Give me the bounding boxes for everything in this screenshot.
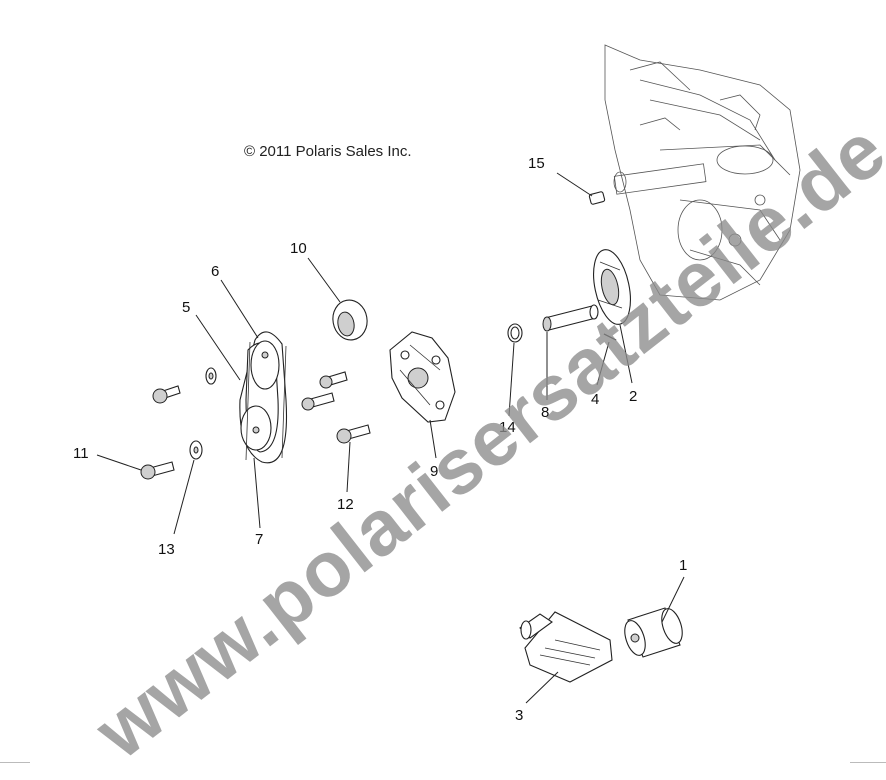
callout-12: 12 [337, 496, 354, 513]
bottom-rule [0, 762, 886, 763]
callout-9: 9 [430, 463, 438, 480]
callout-13: 13 [158, 541, 175, 558]
callout-6: 6 [211, 263, 219, 280]
part-6-7-chain-sprockets [239, 331, 288, 464]
callout-14: 14 [499, 419, 516, 436]
callout-8: 8 [541, 404, 549, 421]
part-1-sleeve [624, 607, 683, 658]
part-8-shaft [542, 304, 599, 332]
callout-10: 10 [290, 240, 307, 257]
part-9-pump-housing [389, 331, 456, 423]
part-14-ring [507, 323, 523, 343]
bolts-group-center [301, 371, 371, 444]
callout-4: 4 [591, 391, 599, 408]
callout-labels: 1 2 3 4 5 6 7 8 9 10 11 12 13 14 15 [73, 155, 687, 724]
leader-lines [96, 172, 685, 704]
copyright-notice: © 2011 Polaris Sales Inc. [244, 143, 412, 160]
callout-1: 1 [679, 557, 687, 574]
part-2-rotor [593, 249, 631, 325]
callout-3: 3 [515, 707, 523, 724]
part-13-washer [189, 440, 203, 460]
part-4-pin [603, 333, 617, 341]
part-11-bolts [140, 385, 181, 480]
callout-7: 7 [255, 531, 263, 548]
callout-5: 5 [182, 299, 190, 316]
part-3-oil-pickup [519, 611, 613, 683]
part-5-washer [205, 367, 217, 385]
engine-case [604, 44, 801, 301]
part-10-washer [332, 299, 368, 341]
callout-11: 11 [73, 445, 89, 462]
callout-2: 2 [629, 388, 637, 405]
callout-15: 15 [528, 155, 545, 172]
part-15-plug [588, 191, 606, 205]
